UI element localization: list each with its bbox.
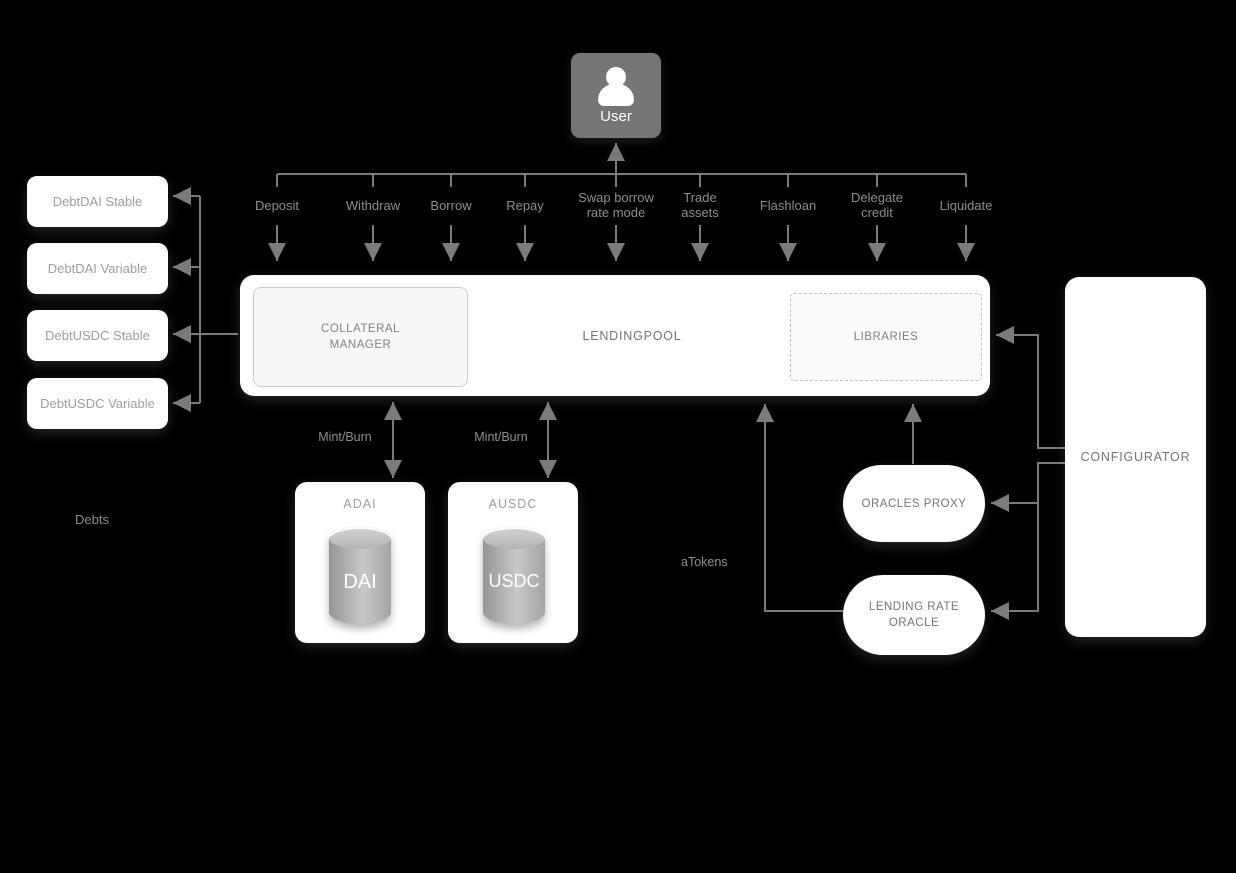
mintburn-label-adai: Mint/Burn [318, 430, 372, 444]
action-label-delegate: Delegate credit [850, 190, 904, 220]
action-label-repay: Repay [506, 197, 544, 213]
action-label-swap: Swap borrow rate mode [578, 190, 654, 220]
atoken-node-adai: ADAI DAI [295, 482, 425, 643]
lending-rate-oracle-node: LENDING RATE ORACLE [843, 575, 985, 655]
person-icon [596, 66, 636, 106]
libraries-node: LIBRARIES [790, 293, 982, 381]
debt-node-usdc-stable: DebtUSDC Stable [27, 310, 168, 361]
action-label-deposit: Deposit [254, 197, 300, 213]
configurator-node: CONFIGURATOR [1065, 277, 1206, 637]
debt-node-usdc-variable: DebtUSDC Variable [27, 378, 168, 429]
usdc-database-icon: USDC [483, 527, 545, 624]
action-label-liquidate: Liquidate [939, 197, 993, 213]
atoken-node-ausdc: AUSDC USDC [448, 482, 578, 643]
lendingpool-node: COLLATERAL MANAGER LENDINGPOOL LIBRARIES [240, 275, 990, 396]
lendingpool-label: LENDINGPOOL [582, 328, 682, 343]
action-label-trade: Trade assets [681, 190, 719, 220]
oracles-proxy-node: ORACLES PROXY [843, 465, 985, 542]
dai-asset-label: DAI [343, 571, 377, 593]
user-node: User [571, 53, 661, 138]
user-label: User [600, 108, 632, 125]
configurator-to-lendingrateoracle-connector [991, 462, 1065, 620]
atokens-group-label: aTokens [681, 555, 728, 569]
debts-group-label: Debts [75, 512, 109, 527]
debt-node-dai-stable: DebtDAI Stable [27, 176, 168, 227]
dai-database-icon: DAI [329, 527, 391, 624]
action-label-borrow: Borrow [430, 197, 472, 213]
adai-title: ADAI [343, 497, 377, 511]
action-label-flashloan: Flashloan [759, 197, 817, 213]
usdc-asset-label: USDC [488, 571, 540, 591]
action-label-withdraw: Withdraw [345, 197, 401, 213]
mintburn-label-ausdc: Mint/Burn [474, 430, 528, 444]
configurator-to-lendingpool-connector [996, 326, 1065, 449]
debt-node-dai-variable: DebtDAI Variable [27, 243, 168, 294]
ausdc-title: AUSDC [488, 497, 538, 511]
collateral-manager-node: COLLATERAL MANAGER [253, 287, 468, 387]
lendingrateoracle-to-lendingpool-connector [756, 404, 843, 612]
